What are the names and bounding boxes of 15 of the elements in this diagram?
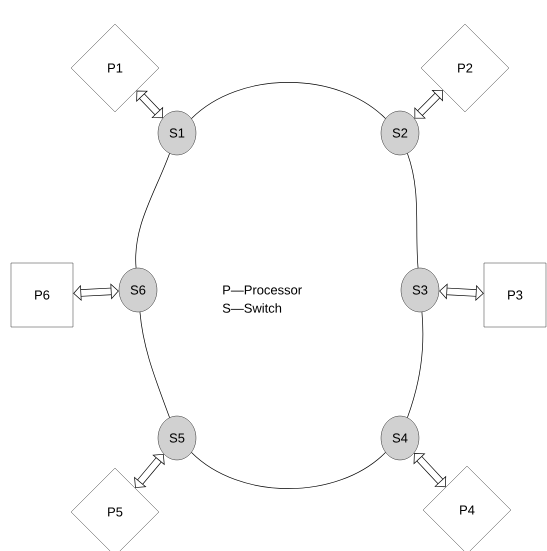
ring-line (407, 153, 418, 268)
ring-line (407, 312, 424, 418)
legend-text: S—Switch (222, 303, 282, 313)
legend-text: P—Processor (223, 285, 302, 295)
double-arrow (414, 453, 446, 488)
double-arrow (73, 283, 119, 302)
ring-line (135, 153, 170, 268)
ring-line (140, 312, 170, 418)
double-arrow (134, 454, 165, 488)
processor-box: P3 (484, 262, 546, 328)
processor-box: P6 (10, 262, 74, 328)
double-arrow (414, 90, 443, 119)
ring-line (191, 452, 386, 489)
ring-line (191, 82, 386, 119)
double-arrow (136, 90, 164, 118)
